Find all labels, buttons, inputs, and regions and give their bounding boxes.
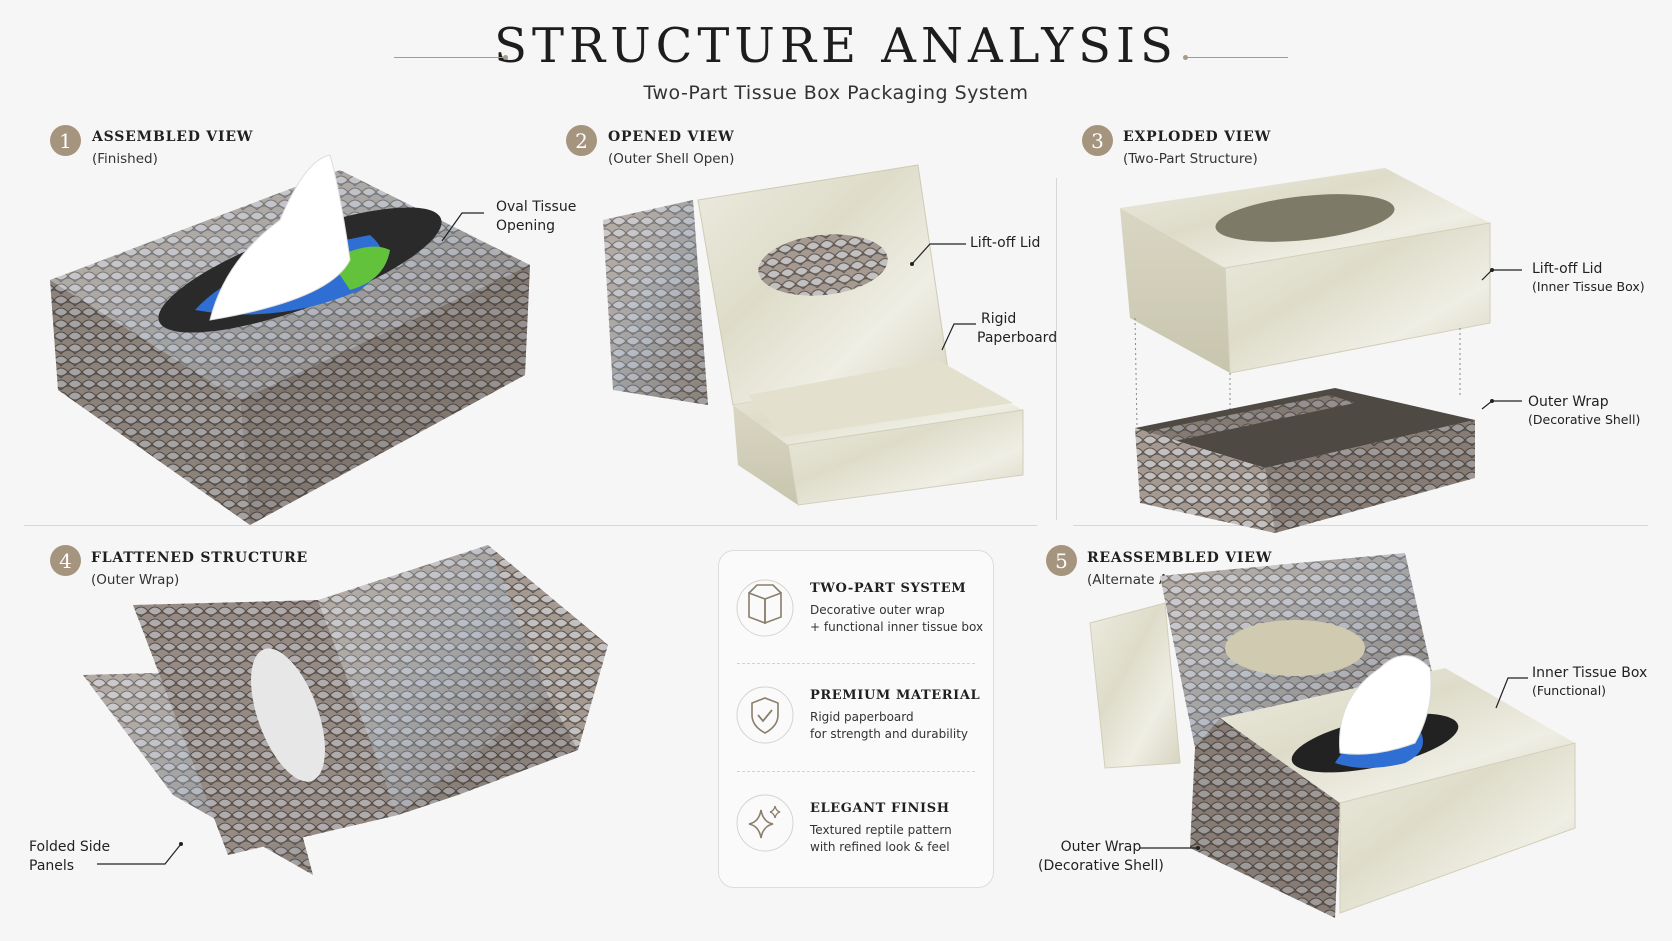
liftoff-lid-3-callout: Lift-off Lid (Inner Tissue Box) — [1532, 261, 1645, 294]
section-3-badge: 3 — [1082, 125, 1113, 156]
section-2-subtitle: (Outer Shell Open) — [608, 151, 735, 167]
rigid-paperboard-callout: Rigid Paperboard — [977, 311, 1058, 346]
open-box-icon — [736, 579, 794, 637]
features-card: TWO-PART SYSTEM Decorative outer wrap + … — [718, 550, 994, 888]
shield-check-icon — [736, 686, 794, 744]
section-4-title: FLATTENED STRUCTURE — [91, 550, 309, 566]
opened-box-illustration — [603, 164, 1024, 506]
folded-panels-callout: Folded Side Panels — [29, 839, 111, 874]
outer-wrap-3-callout: Outer Wrap (Decorative Shell) — [1528, 394, 1641, 427]
outer-wrap-5-callout: Outer Wrap (Decorative Shell) — [1038, 839, 1164, 874]
page-title: STRUCTURE ANALYSIS — [494, 18, 1178, 74]
liftoff-lid-leader — [910, 243, 966, 266]
liftoff-lid-callout: Lift-off Lid — [970, 235, 1041, 251]
flattened-wrap-illustration — [83, 545, 608, 875]
liftoff-lid-3-leader — [1481, 268, 1522, 281]
feature-1-desc: Decorative outer wrap + functional inner… — [810, 603, 984, 634]
feature-separator-1 — [737, 663, 975, 664]
rigid-paperboard-leader — [941, 323, 976, 351]
title-rule-right — [1188, 57, 1288, 58]
title-rule-left — [394, 57, 504, 58]
feature-3-desc: Textured reptile pattern with refined lo… — [810, 823, 952, 854]
section-4-badge: 4 — [50, 545, 81, 576]
section-3-title: EXPLODED VIEW — [1123, 129, 1272, 145]
page-subtitle: Two-Part Tissue Box Packaging System — [643, 82, 1029, 104]
section-3-subtitle: (Two-Part Structure) — [1123, 151, 1258, 167]
feature-separator-2 — [737, 771, 975, 772]
folded-panels-leader — [97, 842, 183, 865]
section-2-badge: 2 — [566, 125, 597, 156]
sparkle-icon — [736, 794, 794, 852]
title-rule-right-dot — [1183, 55, 1188, 60]
section-1-title: ASSEMBLED VIEW — [92, 129, 254, 145]
oval-opening-callout: Oval Tissue Opening — [496, 199, 577, 234]
feature-2-title: PREMIUM MATERIAL — [810, 688, 981, 703]
row-divider-left — [24, 525, 1037, 526]
inner-tissue-box-leader — [1495, 677, 1528, 709]
reassembled-box-illustration — [1089, 553, 1576, 918]
outer-wrap-3-leader — [1481, 399, 1522, 410]
section-5-title: REASSEMBLED VIEW — [1087, 550, 1273, 566]
title-rule-left-dot — [503, 55, 508, 60]
inner-tissue-box-callout: Inner Tissue Box (Functional) — [1532, 665, 1648, 698]
outer-wrap-5-leader — [1140, 846, 1200, 850]
section-2-title: OPENED VIEW — [608, 129, 735, 145]
feature-1-title: TWO-PART SYSTEM — [810, 581, 967, 596]
section-1-subtitle: (Finished) — [92, 151, 158, 167]
oval-opening-leader — [441, 212, 484, 242]
feature-3-title: ELEGANT FINISH — [810, 801, 950, 816]
row-divider-right — [1073, 525, 1648, 526]
section-1-badge: 1 — [50, 125, 81, 156]
exploded-box-illustration — [1120, 168, 1491, 533]
feature-2-desc: Rigid paperboard for strength and durabi… — [810, 710, 968, 741]
assembled-box-illustration — [50, 154, 530, 525]
section-5-badge: 5 — [1046, 545, 1077, 576]
column-divider — [1056, 178, 1057, 520]
section-4-subtitle: (Outer Wrap) — [91, 572, 180, 588]
